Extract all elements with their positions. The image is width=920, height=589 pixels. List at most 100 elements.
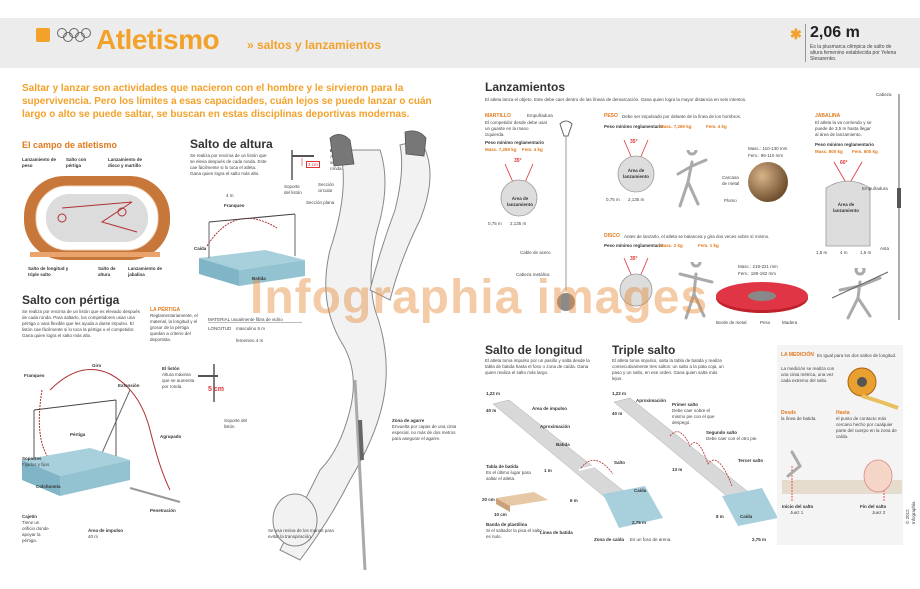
- jab-fem-value: Fem. 600 kg: [852, 149, 878, 154]
- triple-8m: 8 m: [716, 514, 724, 519]
- peso-d2: 2,135 m: [628, 197, 645, 202]
- longitud-title: Salto de longitud: [485, 343, 583, 357]
- longitud-linea: Línea de batida: [540, 530, 573, 535]
- medicion-title: LA MEDICIÓN: [781, 352, 814, 358]
- pole-vaulter-illustration: [272, 130, 431, 570]
- medicion-desde-desc: la línea de batida.: [781, 416, 817, 421]
- pertiga-desc: Se realiza por encima de un listón que e…: [22, 309, 140, 338]
- martillo-masc: Masc. 7,260 kg: [485, 147, 517, 152]
- medicion-title-desc: Es igual para los dos saltos de longitud…: [817, 353, 897, 358]
- longitud-40m: 40 m: [486, 408, 497, 413]
- campo-label-pertiga: Salto con pértiga: [66, 157, 87, 168]
- longitud-desc: El atleta toma impulso por un pasillo y …: [485, 358, 590, 375]
- martillo-area: Área de lanzamiento: [506, 196, 533, 207]
- peso-desc: Debe ser impulsado por delante de la lín…: [622, 114, 742, 119]
- longitud-1m: 1 m: [544, 468, 552, 473]
- disco-borde: Borde de metal: [716, 320, 747, 325]
- disco-angle: 35°: [630, 256, 638, 262]
- disco-peso-lbl: Peso: [760, 320, 771, 325]
- longitud-zona-desc: Es un foso de arena.: [630, 537, 672, 542]
- disco-fem-value: Fem. 1 kg: [698, 243, 719, 248]
- medicion-hasta: Hasta: [836, 410, 850, 416]
- zona-bottom: Se usa resina de los manos para evitar l…: [268, 528, 334, 539]
- zona-desc: Envuelta por capas de una cinta especial…: [392, 424, 457, 441]
- pertiga-label-colchoneta: Colchoneta: [36, 484, 61, 489]
- medicion-hasta-desc: el punto de contacto más cercano hecho p…: [836, 416, 897, 439]
- disco-masc-value: Masc. 2 kg: [660, 243, 683, 248]
- olympic-rings-icon: [57, 28, 91, 42]
- jab-d1: 1,5 m: [816, 250, 828, 255]
- triple-275: 2,75 m: [752, 537, 767, 542]
- altura-liston-detail: [291, 150, 314, 180]
- triple-segundo: Segundo salto: [706, 430, 738, 435]
- pertiga-cajetin-desc: Tiene un orificio donde apoyar la pértig…: [22, 520, 49, 543]
- peso-plomo: Plomo: [724, 198, 737, 203]
- medicion-inicio-sub: Juez 1: [790, 510, 804, 515]
- pertiga-box-desc: Reglamentariamente, el material, la long…: [150, 313, 198, 342]
- martillo-hammer-icon: [557, 120, 575, 311]
- longitud-tabla-detail: [496, 492, 548, 512]
- record-star-icon: ✱: [790, 26, 802, 42]
- martillo-masc-value: Masc. 7,260 kg: [485, 147, 517, 152]
- altura-soporte: Soporte del listón: [284, 184, 302, 195]
- triple-desc: El atleta toma impulso, salta la tabla d…: [612, 358, 724, 381]
- medicion-diagram: [782, 450, 902, 502]
- martillo-cabeza: Cabeza metálica: [516, 272, 550, 277]
- peso-carcasa: Carcasa de metal: [722, 175, 740, 186]
- pertiga-label-impulso: Área de impulso: [88, 528, 124, 533]
- peso-fem: Fem. 4 kg: [706, 124, 727, 129]
- pertiga-label-franqueo: Franqueo: [24, 373, 45, 378]
- peso-fem-value: Fem. 4 kg: [706, 124, 727, 129]
- jab-asta: Asta: [880, 246, 890, 251]
- campo-title: El campo de atletismo: [22, 140, 118, 150]
- jab-fem: Fem. 600 kg: [852, 149, 878, 154]
- longitud-runway-diagram: [492, 399, 663, 528]
- triple-tercer: Tercer salto: [738, 458, 764, 463]
- triple-title: Triple salto: [612, 343, 676, 357]
- triple-13m: 13 m: [672, 467, 683, 472]
- jab-cabeza: Cabeza: [876, 92, 892, 97]
- peso-ball-icon: [748, 162, 788, 202]
- longitud-area: Área de impulso: [532, 406, 568, 411]
- disco-dim1: Masc.: 219-221 mm: [738, 264, 778, 269]
- page-title: Atletismo: [96, 24, 220, 55]
- disco-desc: Antes de lanzarlo, el atleta se balancea…: [624, 234, 770, 239]
- triple-40m: 40 m: [612, 411, 623, 416]
- brand-logo-icon: [36, 28, 50, 42]
- campo-label-longitud: Salto de longitud y triple salto: [28, 266, 69, 277]
- longitud-caida: Caída: [634, 488, 647, 493]
- longitud-tabla-desc: Es el último lugar para saltar el atleta…: [486, 470, 531, 481]
- altura-fibra: Sección plana: [306, 200, 335, 205]
- pertiga-label-extension: Extensión: [118, 383, 140, 388]
- martillo-empunadura: Empuñadura: [527, 113, 553, 118]
- disco-madera: Madera: [782, 320, 798, 325]
- longitud-batida: Batida: [556, 442, 570, 447]
- pertiga-label-agrupado: Agrupado: [160, 434, 182, 439]
- jab-angle: 60°: [840, 160, 848, 166]
- martillo-dim2: 2,135 m: [510, 221, 527, 226]
- altura-cm: 3 cm: [306, 161, 320, 168]
- record-divider: [805, 24, 806, 62]
- pertiga-impulso-desc: 40 m: [88, 534, 99, 539]
- longitud-10cm: 10 cm: [494, 512, 507, 517]
- pertiga-soporte: Soporte del listón: [224, 418, 248, 429]
- disco-title: DISCO: [604, 233, 620, 239]
- jab-area-diagram: [825, 161, 871, 247]
- campo-label-altura: Salto de altura: [98, 266, 116, 277]
- disco-dim2: Fem.: 180-182 mm: [738, 271, 777, 276]
- zona-title: Zona de agarre: [392, 418, 425, 423]
- peso-angle: 35°: [630, 139, 638, 145]
- pertiga-diagram: [22, 369, 181, 503]
- medicion-desc: La medición se realiza con una cinta mét…: [781, 366, 835, 383]
- jab-d3: 1,5 m: [860, 250, 872, 255]
- jab-peso-label: Peso mínimo reglamentario: [815, 142, 875, 147]
- lanz-desc: El atleta lanza el objeto. Este debe cae…: [485, 97, 747, 102]
- disco-disc-icon: [716, 282, 808, 313]
- longitud-aprox: Aproximación: [540, 424, 571, 429]
- peso-title: PESO: [604, 113, 618, 119]
- campo-label-peso: Lanzamiento de peso: [22, 157, 57, 168]
- martillo-fem: Fem. 4 kg: [522, 147, 543, 152]
- pertiga-box-title: LA PÉRTIGA: [150, 307, 181, 313]
- peso-d1: 0,75 m: [606, 197, 620, 202]
- pertiga-longitud-label: LONGITUD: [208, 326, 232, 331]
